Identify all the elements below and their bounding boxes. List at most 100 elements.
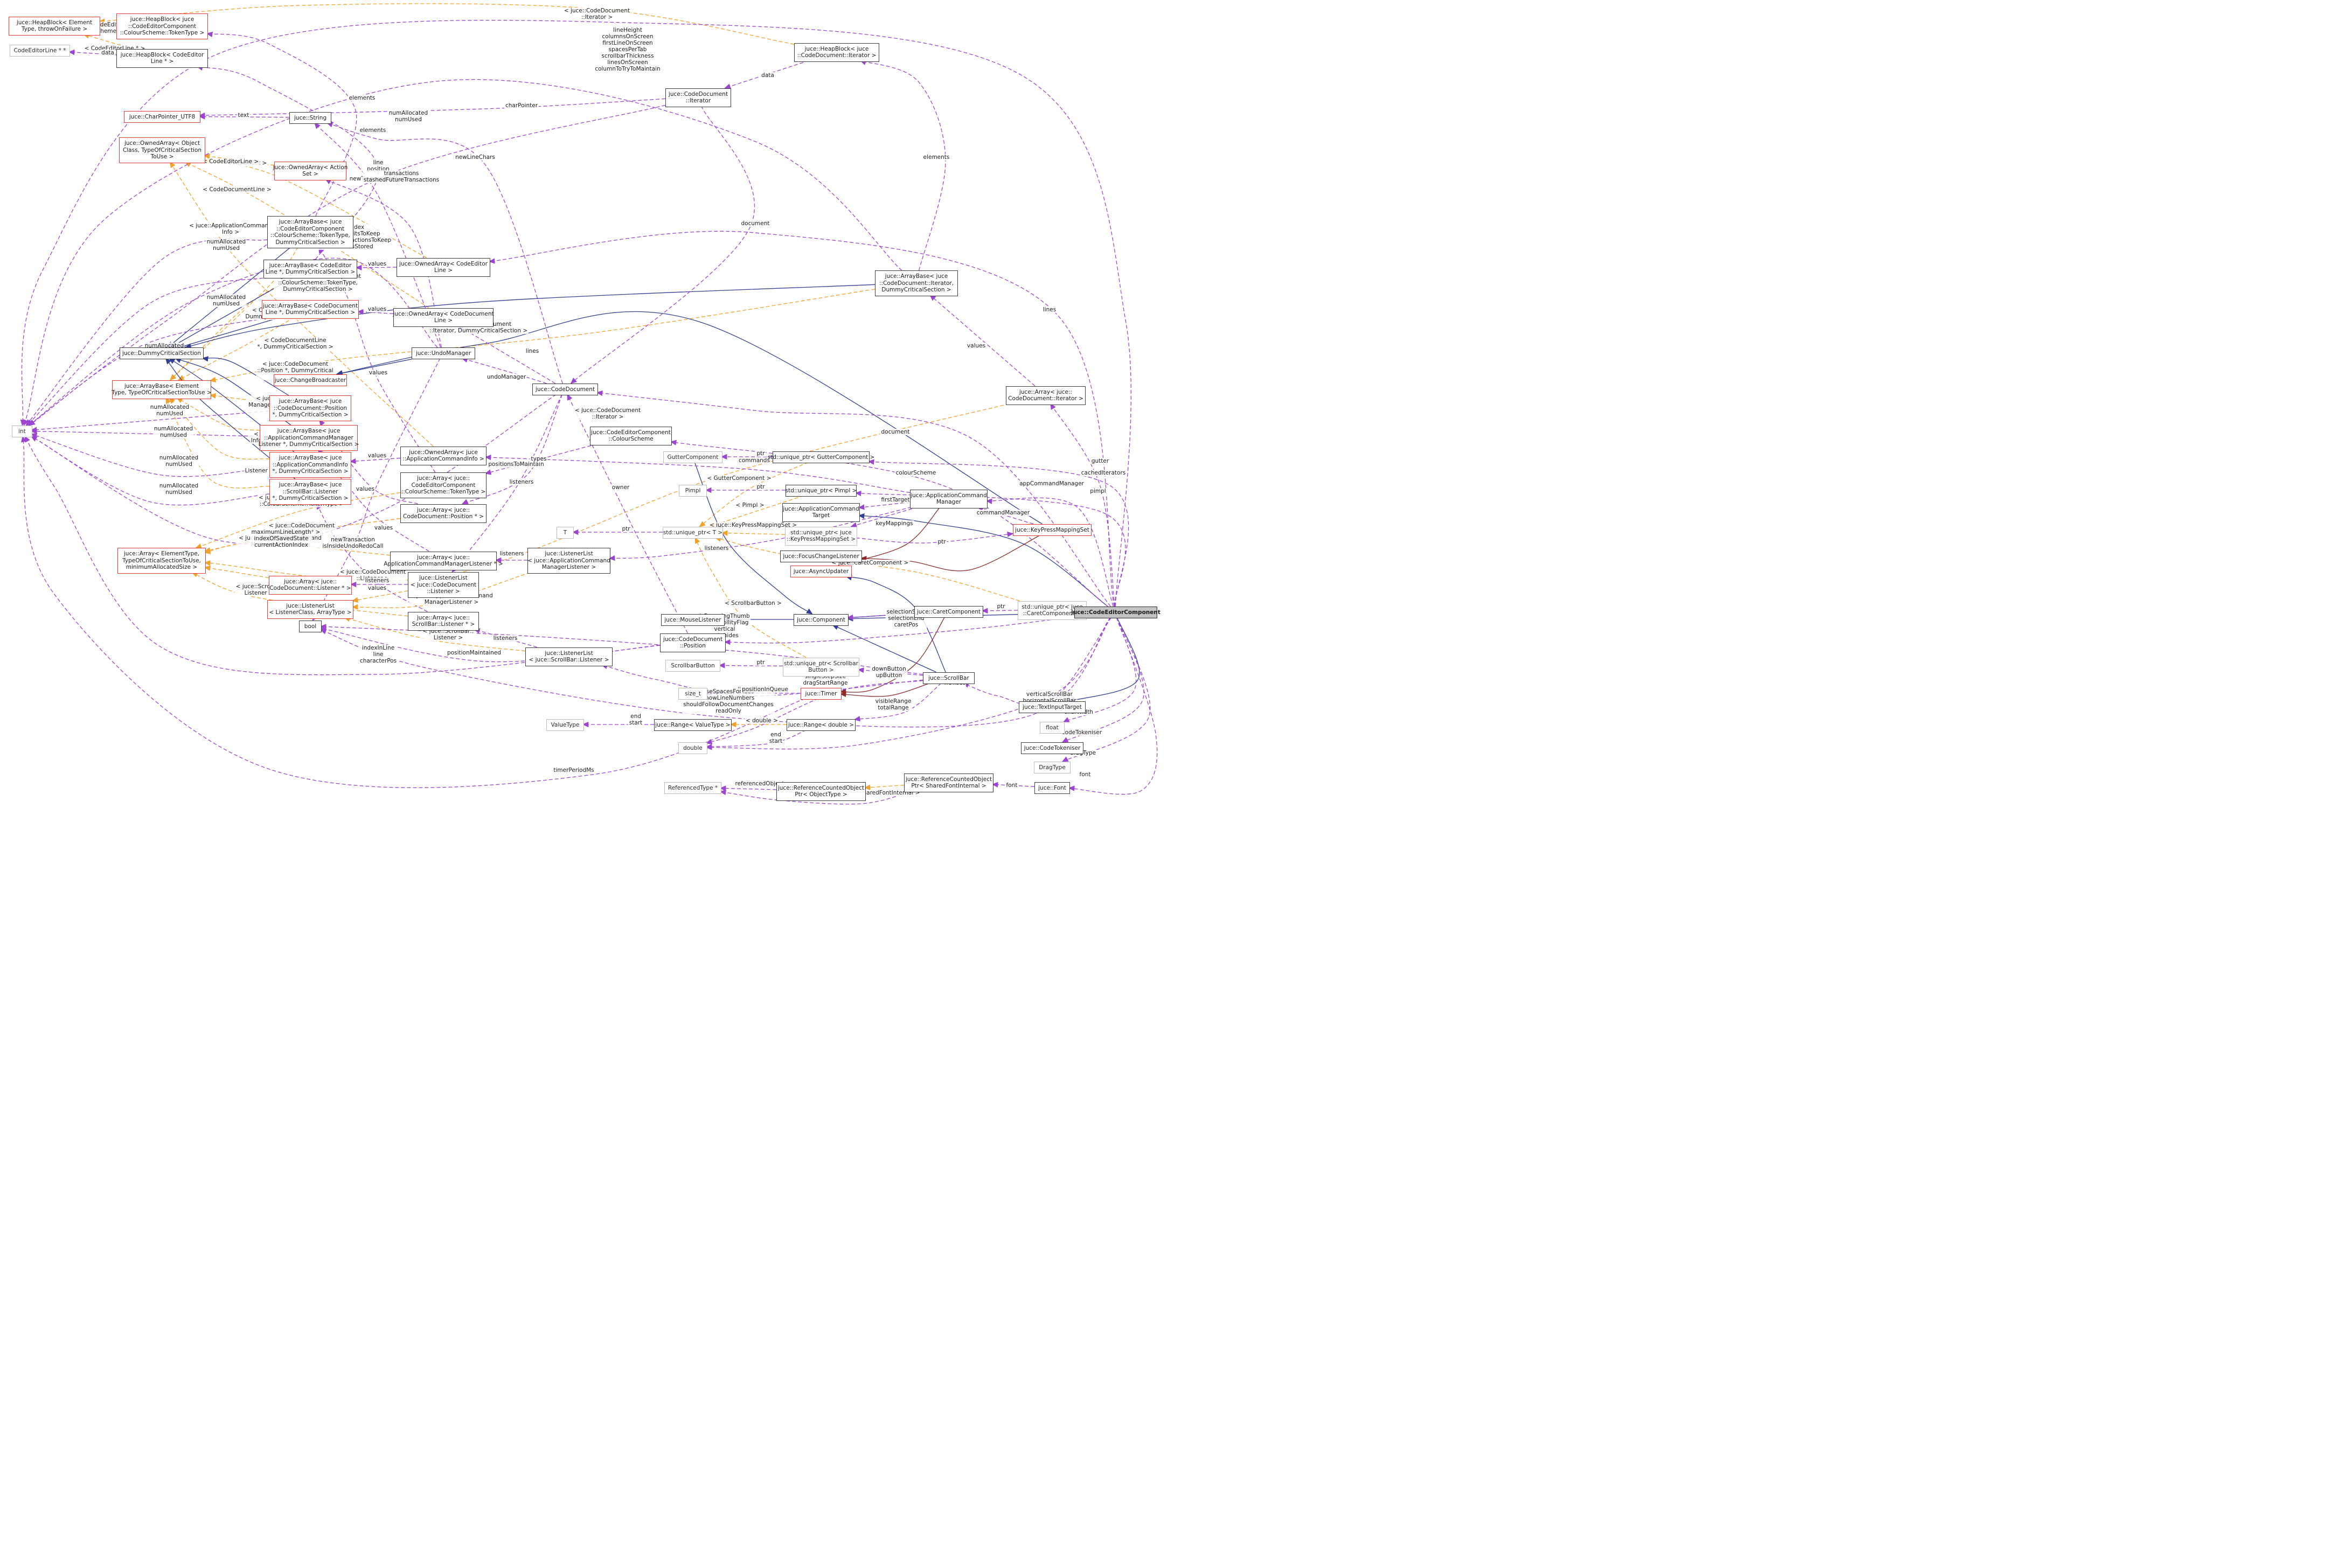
node-heapblock_element[interactable]: juce::HeapBlock< Element Type, throwOnFa…	[9, 16, 100, 36]
edge-label-cachedIterators: cachedIterators	[1080, 470, 1127, 476]
node-array_pos[interactable]: juce::Array< juce:: CodeDocument::Positi…	[400, 504, 487, 523]
node-font[interactable]: juce::Font	[1034, 782, 1070, 795]
edge-arraybase_iter-to-dummycs	[185, 284, 875, 349]
node-up_gutter[interactable]: std::unique_ptr< GutterComponent >	[768, 451, 874, 464]
edge-cec-to-up_gutter	[867, 459, 1129, 607]
edge-acm-to-act	[858, 501, 911, 510]
edge-scrollbar-to-bool_box	[319, 624, 923, 675]
edge-arraybase_sbl-to-arraybase_elem	[165, 397, 270, 489]
edge-up_gutter-to-up_t	[699, 462, 809, 527]
node-arraybase_acml[interactable]: juce::ArrayBase< juce ::ApplicationComma…	[259, 425, 359, 451]
edge-kpms-to-focuschange	[860, 534, 1041, 572]
node-up_sbb: std::unique_ptr< Scrollbar Button >	[783, 657, 859, 677]
node-cd_position[interactable]: juce::CodeDocument ::Position	[660, 633, 726, 652]
node-mouselistener[interactable]: juce::MouseListener	[661, 614, 725, 626]
node-ownedarray_actionset[interactable]: juce::OwnedArray< Action Set >	[273, 161, 348, 180]
edge-arraybase_cdl-to-dummycs	[179, 317, 280, 349]
node-heapblock_cel[interactable]: juce::HeapBlock< CodeEditor Line * >	[116, 48, 208, 68]
node-arraybase_sbl[interactable]: juce::ArrayBase< juce ::ScrollBar::Liste…	[269, 479, 351, 505]
edge-undomanager-to-int_box	[28, 257, 438, 426]
node-act[interactable]: juce::ApplicationCommand Target	[782, 503, 860, 522]
edge-label-keyMappings: keyMappings	[874, 520, 914, 527]
edge-label-lineHeight: lineHeight columnsOnScreen firstLineOnSc…	[594, 27, 662, 72]
edge-label-end: end start	[628, 713, 644, 726]
node-array_cdlistener[interactable]: juce::Array< juce:: CodeDocument::Listen…	[269, 575, 352, 595]
node-referencedtype: ReferencedType *	[664, 782, 721, 795]
edge-label-font: font	[1078, 771, 1092, 778]
node-heapblock_iter[interactable]: juce::HeapBlock< juce ::CodeDocument::It…	[794, 43, 879, 62]
node-array_elem[interactable]: juce::Array< ElementType, TypeOfCritical…	[117, 548, 206, 574]
node-array_acml[interactable]: juce::Array< juce:: ApplicationCommandMa…	[384, 551, 503, 570]
node-arraybase_cdl[interactable]: juce::ArrayBase< CodeDocument Line *, Du…	[262, 299, 359, 319]
edge-label-positionsToMaintain: positionsToMaintain	[487, 461, 545, 468]
node-arraybase_elem[interactable]: juce::ArrayBase< Element Type, TypeOfCri…	[112, 380, 212, 399]
node-arraybase_tok[interactable]: juce::ArrayBase< juce ::CodeEditorCompon…	[267, 216, 353, 248]
edge-arraybase_cel-to-dummycs	[170, 276, 295, 348]
node-changebroadcaster[interactable]: juce::ChangeBroadcaster	[274, 374, 347, 387]
edge-rcop_obj-to-referencedtype	[719, 785, 777, 791]
node-heapblock_tokentype[interactable]: juce::HeapBlock< juce ::CodeEditorCompon…	[116, 13, 208, 39]
node-focuschange[interactable]: juce::FocusChangeListener	[780, 550, 862, 563]
node-colourscheme[interactable]: juce::CodeEditorComponent ::ColourScheme	[590, 426, 672, 445]
edge-rcop_sfi-to-referencedtype	[719, 789, 913, 805]
node-caretcomponent[interactable]: juce::CaretComponent	[914, 605, 983, 618]
edge-scrollbar-to-component	[832, 624, 936, 673]
node-ll_sbl[interactable]: juce::ListenerList < juce::ScrollBar::Li…	[525, 647, 613, 666]
edge-label-numAllocated: numAllocated numUsed	[205, 294, 247, 307]
node-undomanager[interactable]: juce::UndoManager	[412, 347, 475, 360]
node-codeeditorline_pp: CodeEditorLine * *	[10, 44, 70, 57]
node-bool_box[interactable]: bool	[299, 620, 322, 633]
node-arraybase_aci[interactable]: juce::ArrayBase< juce ::ApplicationComma…	[269, 452, 351, 478]
edge-label-numAllocated: numAllocated numUsed	[158, 483, 200, 496]
node-codedocument[interactable]: juce::CodeDocument	[532, 383, 598, 396]
node-array_iter[interactable]: juce::Array< juce:: CodeDocument::Iterat…	[1006, 386, 1086, 405]
node-ownedarray_obj[interactable]: juce::OwnedArray< Object Class, TypeOfCr…	[119, 137, 205, 163]
node-string[interactable]: juce::String	[289, 111, 331, 124]
diagram-viewport: < juce::CodeEditorComponent ::ColourSche…	[9, 3, 1160, 805]
node-charpointer[interactable]: juce::CharPointer_UTF8	[124, 110, 200, 123]
node-codedoc_iterator[interactable]: juce::CodeDocument ::Iterator	[665, 88, 731, 107]
node-asyncupdater[interactable]: juce::AsyncUpdater	[790, 565, 852, 578]
node-guttercomponent: GutterComponent	[663, 451, 722, 464]
edge-colourscheme-to-array_tok	[484, 443, 597, 475]
edge-arraybase_tok-to-arraybase_elem	[170, 247, 298, 381]
edge-acm-to-ll_acml	[608, 506, 912, 561]
node-ownedarray_cdl[interactable]: juce::OwnedArray< CodeDocument Line >	[393, 308, 494, 327]
edge-label-referencedObject: referencedObject	[734, 780, 786, 787]
edge-cec-to-dragtype	[1061, 617, 1151, 762]
node-dragtype: DragType	[1034, 761, 1071, 774]
node-up_kpms: std::unique_ptr< juce ::KeyPressMappingS…	[785, 526, 857, 546]
node-rcop_obj[interactable]: juce::ReferenceCountedObject Ptr< Object…	[776, 782, 866, 801]
edge-label-types: types	[530, 456, 548, 462]
edge-up_sbb-to-up_t	[694, 537, 807, 658]
edge-label-gutter: gutter	[1090, 458, 1110, 464]
node-component[interactable]: juce::Component	[794, 614, 849, 626]
node-ll_generic[interactable]: juce::ListenerList < ListenerClass, Arra…	[267, 600, 353, 619]
node-arraybase_pos[interactable]: juce::ArrayBase< juce ::CodeDocument::Po…	[269, 395, 351, 421]
node-range_double[interactable]: juce::Range< double >	[787, 719, 856, 731]
node-array_sbl[interactable]: juce::Array< juce:: ScrollBar::Listener …	[408, 611, 479, 631]
edge-undomanager-to-bool_box	[312, 358, 441, 621]
node-array_tok[interactable]: juce::Array< juce:: CodeEditorComponent …	[400, 472, 487, 498]
node-dummycs[interactable]: juce::DummyCriticalSection	[120, 347, 204, 360]
node-codetokeniser[interactable]: juce::CodeTokeniser	[1021, 742, 1083, 755]
node-ll_acml[interactable]: juce::ListenerList < juce::ApplicationCo…	[527, 548, 610, 574]
node-scrollbar[interactable]: juce::ScrollBar	[923, 672, 975, 685]
node-arraybase_iter[interactable]: juce::ArrayBase< juce ::CodeDocument::It…	[875, 270, 958, 296]
node-ownedarray_aci[interactable]: juce::OwnedArray< juce ::ApplicationComm…	[400, 446, 487, 465]
node-timer[interactable]: juce::Timer	[801, 687, 842, 700]
node-ownedarray_cel[interactable]: juce::OwnedArray< CodeEditor Line >	[397, 257, 490, 277]
edge-label-listeners: listeners	[703, 545, 730, 552]
node-arraybase_cel[interactable]: juce::ArrayBase< CodeEditor Line *, Dumm…	[263, 259, 357, 278]
node-ll_cdl[interactable]: juce::ListenerList < juce::CodeDocument …	[408, 572, 479, 598]
node-kpms[interactable]: juce::KeyPressMappingSet	[1013, 524, 1092, 536]
node-up_pimpl[interactable]: std::unique_ptr< Pimpl >	[786, 484, 857, 497]
edge-caretcomponent-to-component	[846, 613, 915, 621]
edge-cec-to-act	[858, 513, 1108, 607]
edge-label-positionInQueue: positionInQueue	[741, 686, 789, 693]
node-cec: juce::CodeEditorComponent	[1071, 606, 1160, 619]
node-textinput[interactable]: juce::TextInputTarget	[1019, 701, 1086, 714]
node-range_vt[interactable]: juce::Range< ValueType >	[654, 719, 732, 731]
node-acm[interactable]: juce::ApplicationCommand Manager	[910, 489, 988, 508]
node-rcop_sfi[interactable]: juce::ReferenceCountedObject Ptr< Shared…	[904, 773, 993, 792]
